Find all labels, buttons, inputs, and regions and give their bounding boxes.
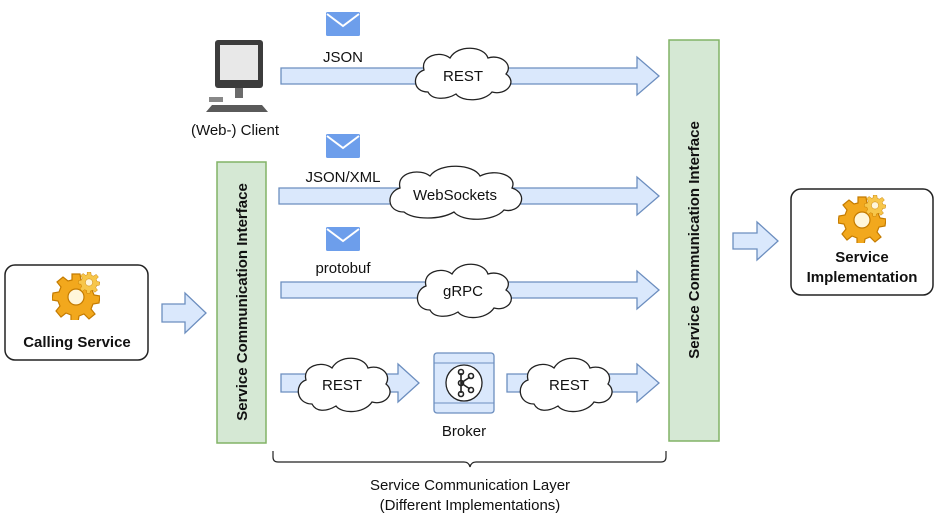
envelope-icon (326, 227, 360, 251)
channel-broker: REST Broker REST (280, 352, 660, 440)
format-label-json-xml: JSON/XML (305, 169, 380, 186)
left-interface-label: Service Communication Interface (234, 183, 251, 421)
arrow-calling-to-interface (161, 291, 207, 335)
service-impl-line2: Implementation (807, 269, 918, 286)
calling-service-box: Calling Service (4, 264, 149, 361)
arrow-interface-to-impl (732, 220, 779, 262)
left-interface: Service Communication Interface (216, 161, 267, 444)
cloud-rest-right (519, 357, 613, 413)
service-implementation-box: Service Implementation (790, 188, 934, 296)
channel-rest: JSON REST (280, 12, 660, 101)
envelope-icon (326, 12, 360, 36)
broker-label: Broker (442, 423, 486, 440)
gear-icon (838, 195, 886, 243)
right-interface: Service Communication Interface (668, 39, 720, 442)
gear-icon (52, 272, 100, 320)
service-impl-line1: Service (835, 249, 888, 266)
desktop-computer-icon (206, 40, 268, 112)
protocol-label-rest-left: REST (322, 377, 362, 394)
protocol-label-rest-right: REST (549, 377, 589, 394)
client: (Web-) Client (191, 40, 280, 139)
protocol-label-grpc: gRPC (443, 283, 483, 300)
layer-label-line2: (Different Implementations) (380, 497, 561, 514)
client-label: (Web-) Client (191, 122, 280, 139)
calling-service-label: Calling Service (23, 334, 131, 351)
cloud-rest (414, 47, 512, 101)
cloud-websockets (389, 165, 523, 220)
channel-grpc: protobuf gRPC (280, 227, 660, 319)
channel-websockets: JSON/XML WebSockets (278, 134, 660, 220)
kafka-broker-icon (433, 352, 495, 414)
layer-brace (272, 451, 667, 468)
cloud-rest-left (297, 357, 391, 413)
cloud-grpc (416, 263, 512, 319)
right-interface-label: Service Communication Interface (686, 121, 703, 359)
protocol-label-rest: REST (443, 68, 483, 85)
layer-label-line1: Service Communication Layer (370, 477, 570, 494)
envelope-icon (326, 134, 360, 158)
format-label-json: JSON (323, 49, 363, 66)
protocol-label-websockets: WebSockets (413, 187, 497, 204)
format-label-protobuf: protobuf (315, 260, 371, 277)
